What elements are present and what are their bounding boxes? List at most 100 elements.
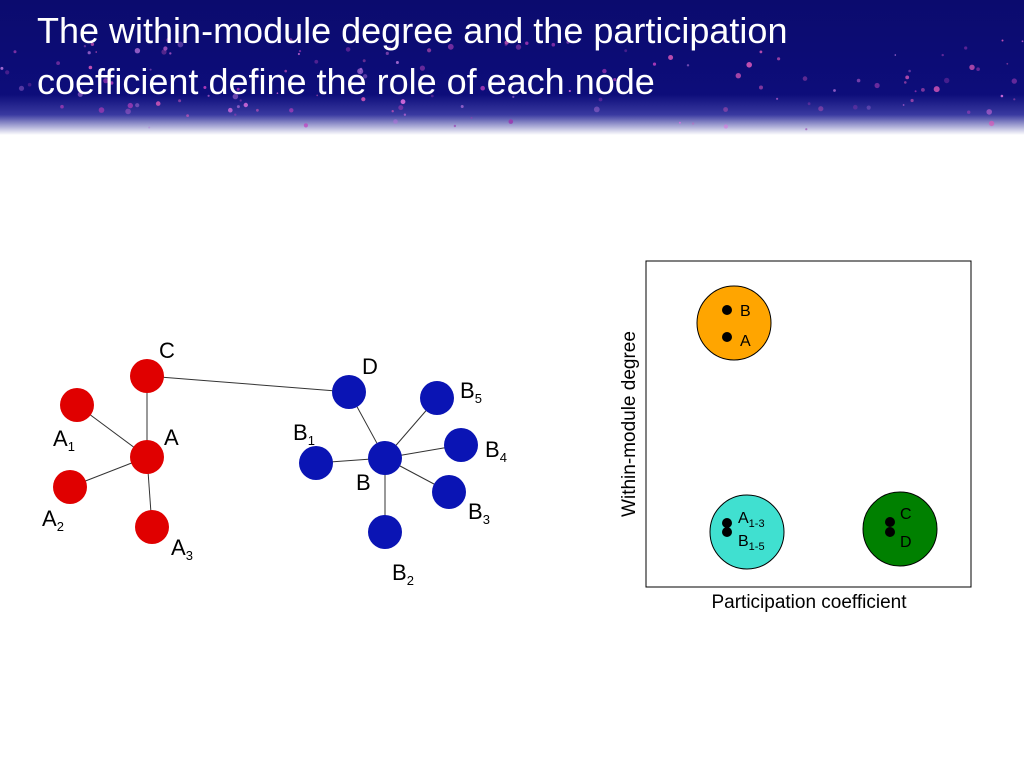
header-dot [802,76,808,81]
header-dot [669,39,671,42]
header-dot [894,54,897,56]
node-a2 [53,470,87,504]
label-b4-main: B [485,437,500,462]
header-dot [169,52,172,55]
network-nodes [53,359,478,549]
slide-title-line-2: coefficient define the role of each node [37,61,655,102]
header-dot [833,89,836,92]
plot-xlabel: Participation coefficient [711,592,907,613]
header-dot [297,52,300,56]
header-dot [430,94,434,98]
header-dot [243,102,248,108]
header-dot [239,99,242,102]
header-dot [501,89,504,92]
header-dot [232,93,239,100]
header-dot [866,105,871,110]
orange-label-a: A [740,333,751,350]
header-dot [298,50,302,53]
label-b5: B5 [460,378,482,406]
header-dot [613,78,617,82]
header-dot [284,69,288,73]
header-dot [387,46,392,50]
turquoise-label-a-sub: 1-3 [749,518,765,530]
header-dot [56,61,60,65]
header-dot [314,59,319,64]
header-dot [908,69,911,73]
label-b: B [356,470,371,495]
header-dot [288,38,293,42]
turquoise-dot-a [722,518,732,528]
node-b5 [420,381,454,415]
header-dot [95,51,97,53]
network-edges [69,375,462,532]
header-dot [470,116,473,119]
header-dot [256,108,259,112]
header-dot [391,110,394,113]
header-dot [403,113,407,116]
label-b3-main: B [468,499,483,524]
header-dot [986,109,992,115]
label-b2: B2 [392,560,414,588]
label-a: A [164,425,179,450]
header-dot [460,105,464,108]
header-dot [933,86,940,93]
node-a3 [135,510,169,544]
header-dot [551,42,556,47]
header-dot [303,123,308,128]
header-dot [385,51,389,56]
header-dot [914,90,917,93]
header-dot [148,126,151,129]
header-dot [345,47,351,52]
header-dot [106,75,109,78]
green-group-circle [862,491,938,567]
header-dot [125,108,131,115]
header-dot [166,37,171,43]
label-a1-sub: 1 [68,439,75,454]
node-b3 [432,475,466,509]
turquoise-label-a: A1-3 [738,510,765,530]
label-b4-sub: 4 [500,450,507,465]
label-b1: B1 [293,420,315,448]
header-dot-pattern [0,37,1024,131]
header-dot [722,39,726,43]
header-dot [691,122,695,125]
header-dot [0,66,4,70]
header-dot [905,75,910,80]
header-dot [203,86,207,89]
header-dot [236,105,240,109]
header-dot [874,82,880,89]
header-dot [18,85,25,91]
label-b2-sub: 2 [407,573,414,588]
header-dot [316,94,319,97]
header-dot [964,46,968,50]
header-dot [98,107,105,113]
header-dot [276,92,279,94]
header-dot [504,40,509,45]
label-a2-sub: 2 [57,519,64,534]
label-d: D [362,354,378,379]
header-dot [944,77,950,84]
header-dot [27,82,32,87]
label-a3-main: A [171,535,186,560]
header-dot [515,44,522,50]
header-dot [988,120,995,127]
header-dot [921,88,925,92]
header-dot [904,81,907,84]
header-dot [976,67,980,71]
header-dot [602,68,607,74]
header-dot [88,65,93,70]
header-dot [566,40,570,44]
label-b1-main: B [293,420,308,445]
header-dot [134,48,141,54]
turquoise-label-b: B1-5 [738,533,765,553]
header-dot [735,73,741,79]
header-dot [498,80,500,83]
header-dot [362,74,368,79]
header-dot [87,51,91,55]
header-dot [776,97,779,100]
label-a2: A2 [42,506,64,534]
turquoise-label-b-main: B [738,533,749,550]
green-label-d: D [900,534,912,551]
header-dot [910,98,914,103]
